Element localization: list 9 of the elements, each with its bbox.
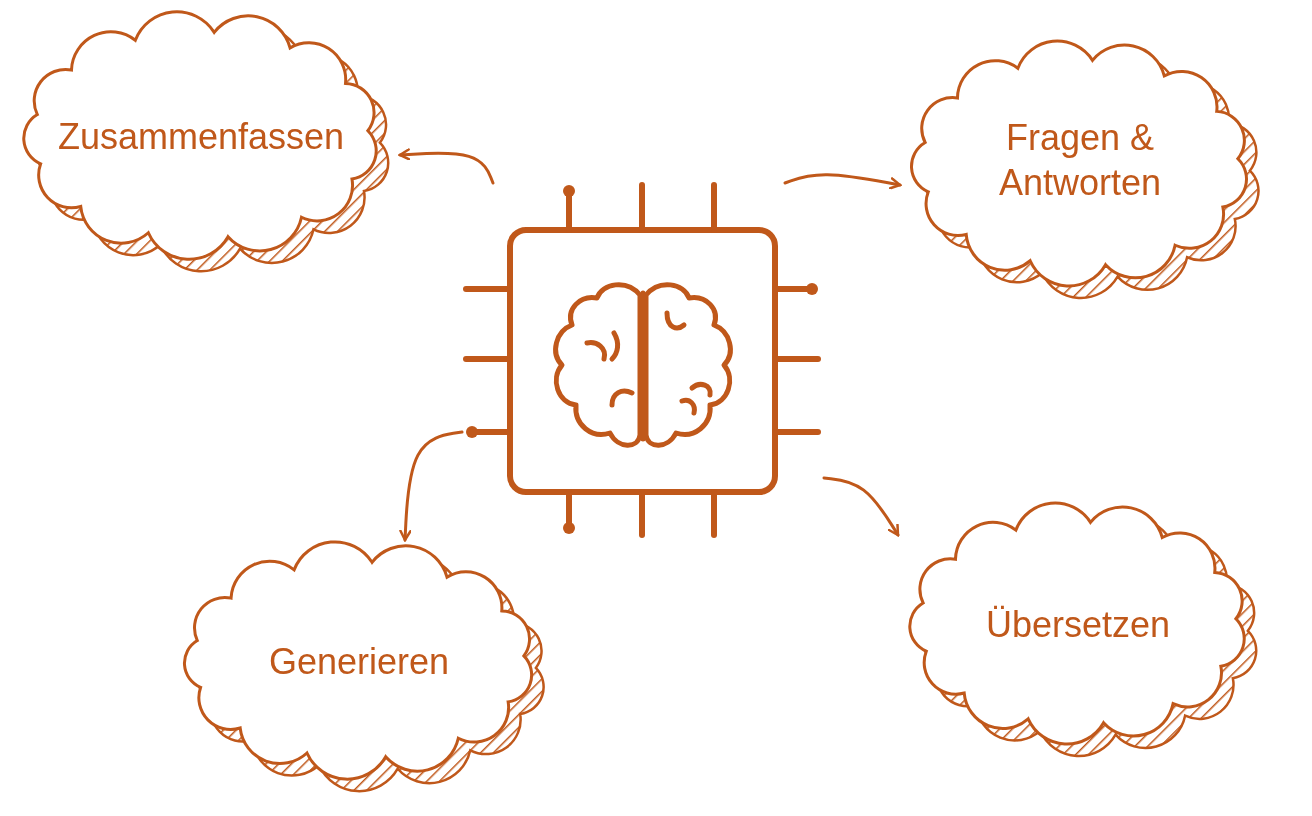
cloud-label: Zusammenfassen bbox=[56, 115, 346, 159]
cloud-label: Generieren bbox=[267, 640, 451, 684]
ai-chip-brain-drawing bbox=[462, 183, 824, 539]
arrow bbox=[398, 148, 495, 185]
cloud-label: Übersetzen bbox=[984, 603, 1172, 647]
arrow bbox=[783, 173, 902, 190]
arrow bbox=[399, 430, 464, 542]
arrow bbox=[822, 476, 900, 537]
cloud-label: Fragen & Antworten bbox=[997, 116, 1163, 205]
